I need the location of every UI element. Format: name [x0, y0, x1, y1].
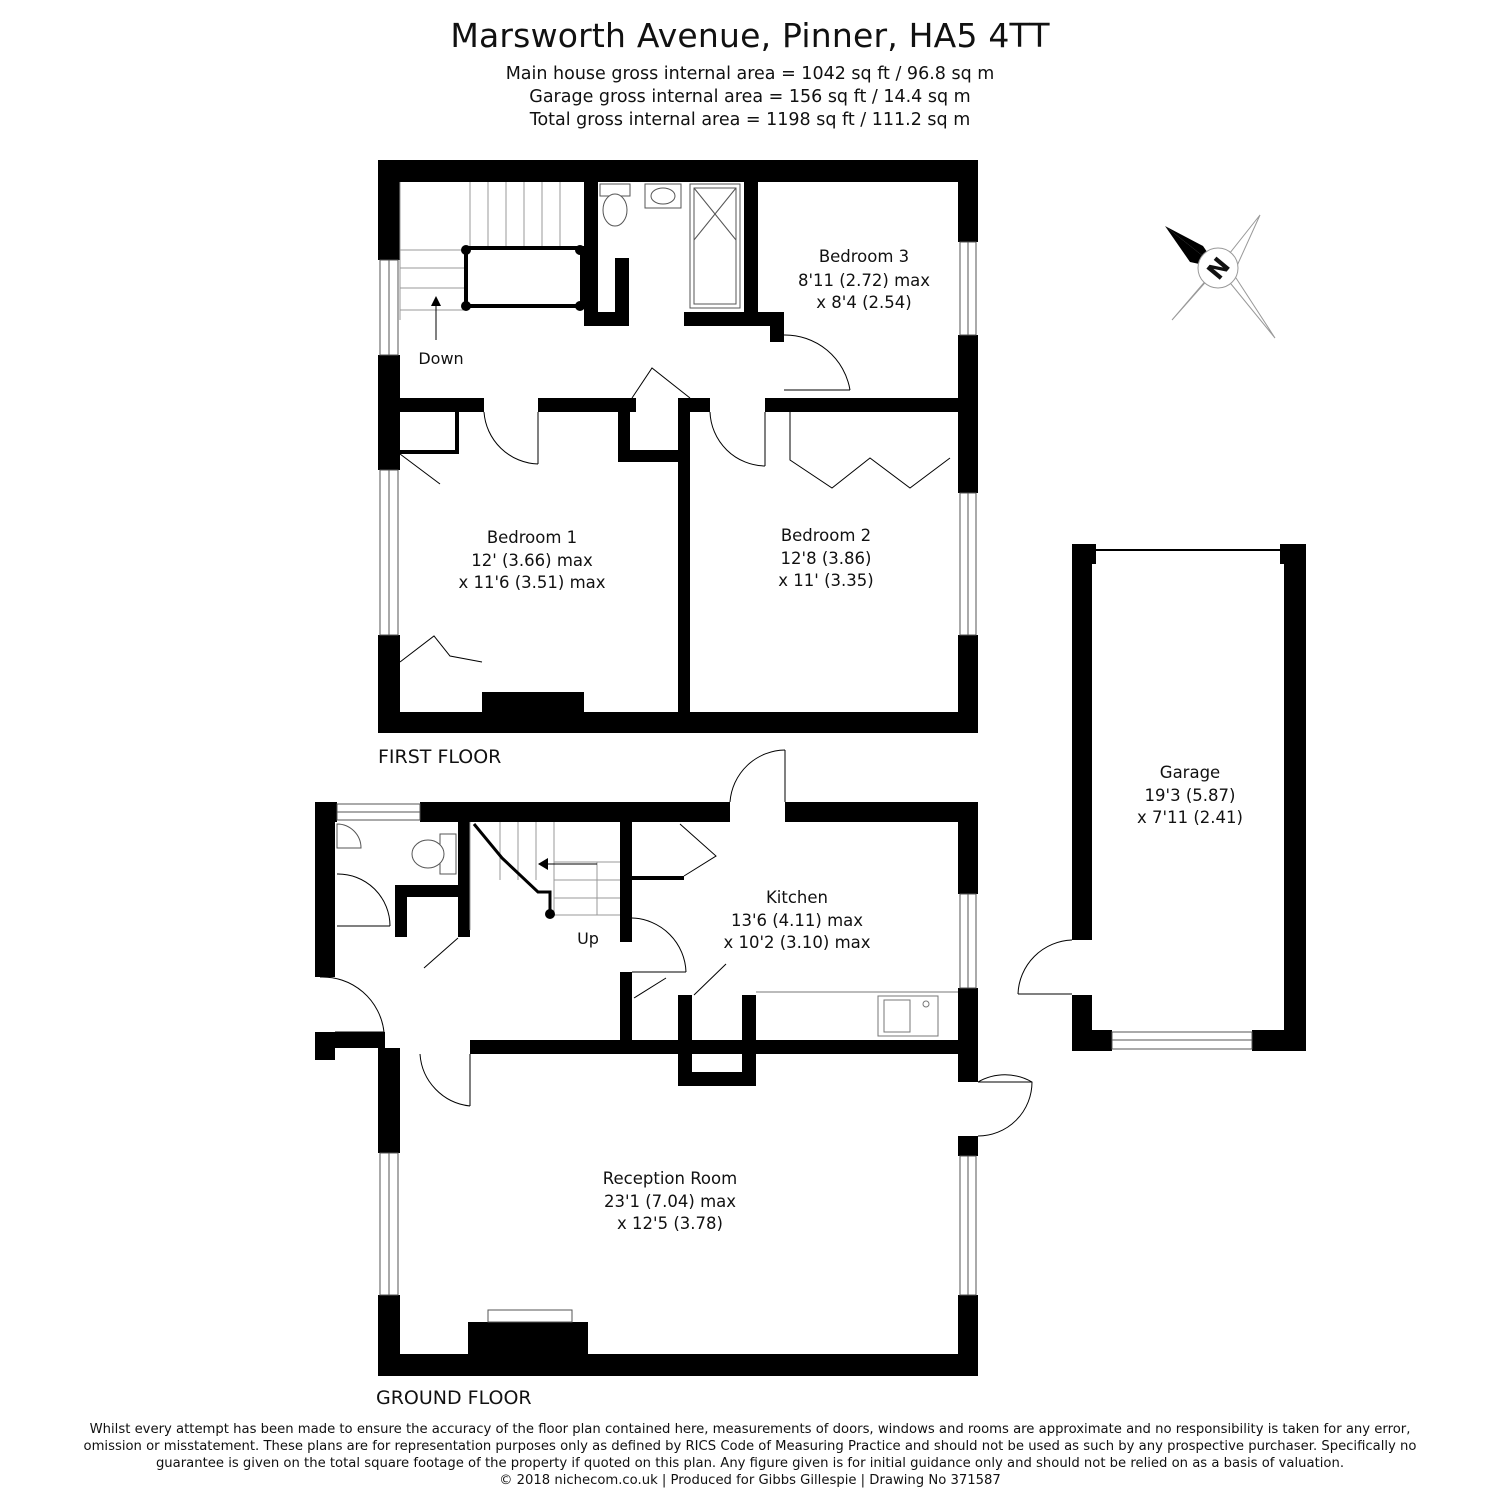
main-house-area: Main house gross internal area = 1042 sq… [505, 64, 995, 84]
first-floor-plan: Bedroom 3 8'11 (2.72) max x 8'4 (2.54) D… [378, 160, 978, 768]
front-door [319, 976, 385, 1033]
total-area: Total gross internal area = 1198 sq ft /… [529, 110, 971, 130]
garage-dim2: x 7'11 (2.41) [1137, 808, 1243, 827]
bedroom1-wardrobe [399, 635, 483, 663]
wc-basin-icon [336, 823, 362, 849]
wc-toilet-icon [411, 839, 445, 869]
garage-side-door [1017, 939, 1073, 995]
kitchen-dim1: 13'6 (4.11) max [731, 911, 863, 930]
first-floor-label: FIRST FLOOR [378, 746, 501, 768]
bedroom3-door [783, 334, 851, 391]
first-floor-windows [379, 241, 977, 636]
ground-floor-plan: Up Kitchen 13'6 (4.11) max x 10'2 (3.10)… [315, 749, 1033, 1409]
bedroom3-dim2: x 8'4 (2.54) [816, 293, 911, 312]
garage-walls [1072, 544, 1306, 1051]
stairs-up-label: Up [577, 929, 599, 948]
footer-credit: © 2018 nichecom.co.uk | Produced for Gib… [499, 1473, 1001, 1488]
bedroom2-name: Bedroom 2 [781, 526, 871, 545]
disclaimer-text: Whilst every attempt has been made to en… [83, 1422, 1417, 1471]
bedroom1-dim1: 12' (3.66) max [471, 551, 593, 570]
kitchen-door [631, 917, 687, 973]
stairs-up-arrow-icon [538, 858, 548, 870]
cupboard-door [631, 367, 691, 399]
ground-floor-doors [319, 749, 1033, 1137]
kitchen-back-door [729, 749, 786, 803]
bedroom1-name: Bedroom 1 [487, 528, 577, 547]
reception-dim1: 23'1 (7.04) max [604, 1192, 736, 1211]
reception-door [419, 1053, 471, 1107]
plan-title: Marsworth Avenue, Pinner, HA5 4TT [450, 16, 1050, 55]
bedroom2-dim1: 12'8 (3.86) [781, 549, 872, 568]
bedroom3-dim1: 8'11 (2.72) max [798, 271, 930, 290]
bedroom1-dim2: x 11'6 (3.51) max [458, 573, 605, 592]
bathroom-fixtures [599, 183, 741, 309]
kitchen-worktop [756, 991, 958, 1037]
kitchen-dim2: x 10'2 (3.10) max [723, 933, 870, 952]
wc-door [336, 873, 391, 927]
reception-name: Reception Room [603, 1169, 737, 1188]
toilet-icon [602, 193, 628, 227]
stair-cupboard-door [679, 823, 717, 877]
stairs-down-label: Down [418, 349, 463, 368]
garage-plan: Garage 19'3 (5.87) x 7'11 (2.41) [1017, 544, 1306, 1051]
ground-floor-windows [336, 803, 977, 1323]
ground-floor-label: GROUND FLOOR [376, 1387, 532, 1409]
bedroom2-door [709, 411, 766, 467]
first-floor-walls [378, 160, 978, 733]
banister-post [545, 909, 555, 919]
stairs-down-arrow-icon [431, 296, 441, 306]
wc-fixtures [336, 823, 457, 875]
garage-window [1111, 1031, 1253, 1050]
bedroom3-name: Bedroom 3 [819, 247, 909, 266]
reception-dim2: x 12'5 (3.78) [617, 1214, 723, 1233]
bedroom1-door [483, 411, 539, 465]
ground-floor-stairs [469, 822, 620, 930]
stair-banister [461, 245, 585, 311]
first-floor-stairs [399, 182, 561, 320]
bedroom2-dim2: x 11' (3.35) [778, 571, 873, 590]
garage-area: Garage gross internal area = 156 sq ft /… [529, 87, 971, 107]
ground-floor-walls [315, 802, 978, 1376]
ground-stair-banister [472, 823, 552, 912]
wardrobe-doors [789, 412, 951, 489]
kitchen-name: Kitchen [766, 888, 828, 907]
patio-door [977, 1074, 1033, 1137]
garage-name: Garage [1160, 763, 1220, 782]
first-floor-doors [399, 334, 951, 663]
compass-rose-icon: N [1165, 214, 1276, 339]
garage-dim1: 19'3 (5.87) [1145, 786, 1236, 805]
